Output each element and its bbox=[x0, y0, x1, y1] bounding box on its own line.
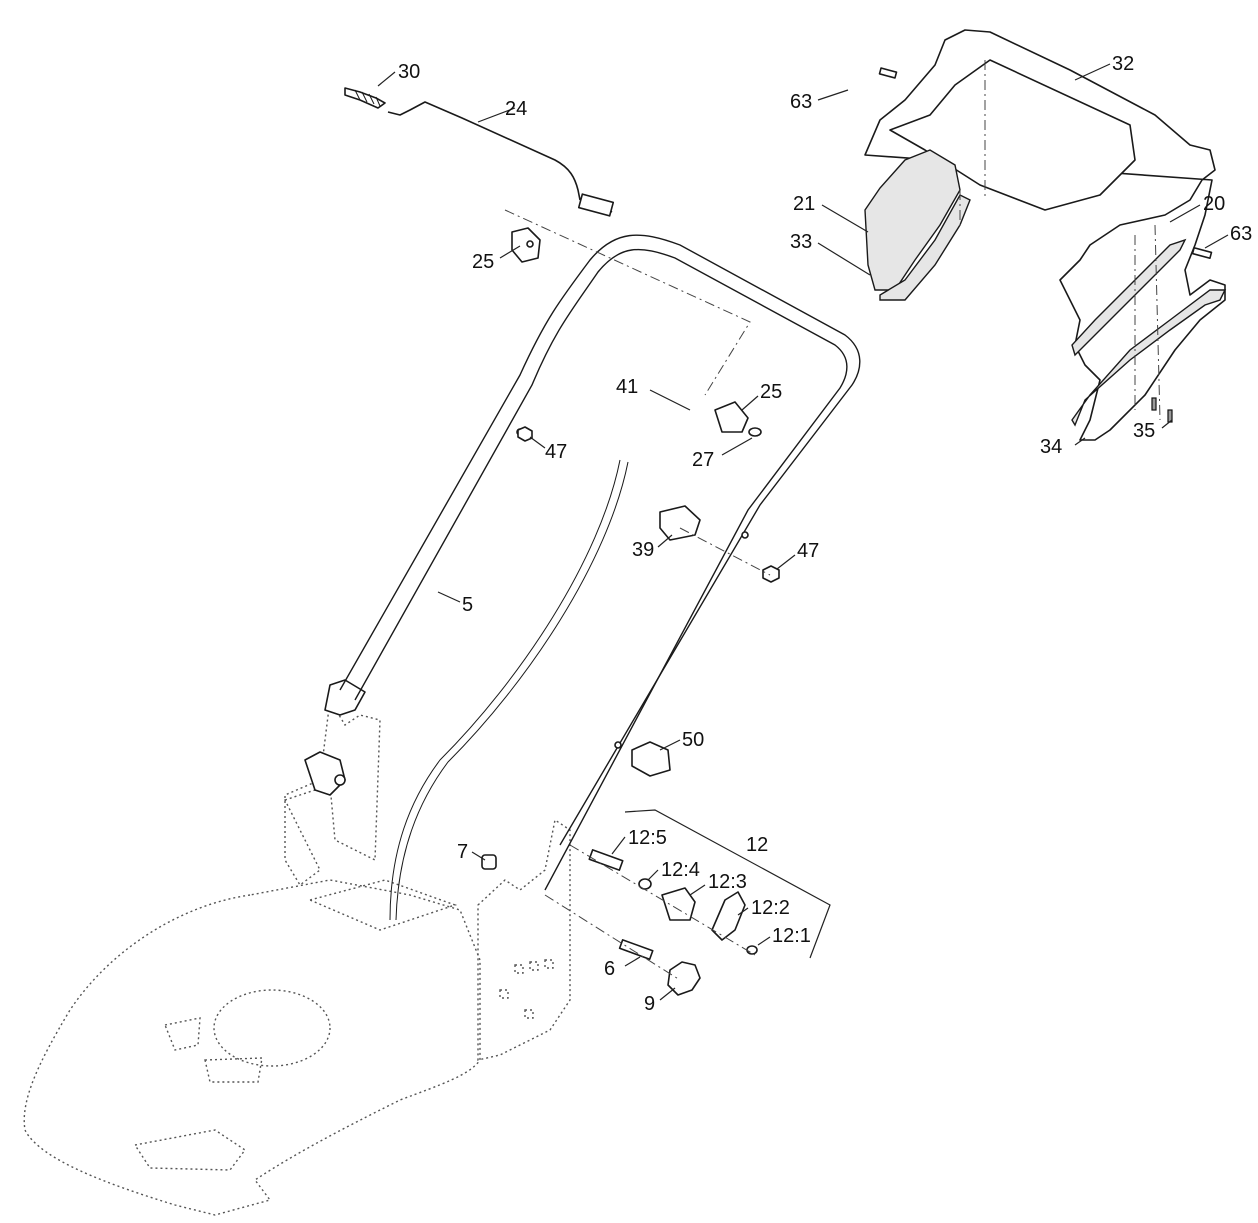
nut-right bbox=[762, 565, 780, 583]
callout-9: 9 bbox=[644, 993, 655, 1015]
cable-clamp-top bbox=[511, 227, 541, 263]
callout-12-4: 12:4 bbox=[661, 859, 700, 881]
mower-deck bbox=[23, 697, 571, 1216]
callout-41: 41 bbox=[616, 376, 638, 398]
subassembly-bracket bbox=[624, 809, 831, 959]
callout-24: 24 bbox=[505, 98, 527, 120]
lever-12-2 bbox=[711, 891, 746, 941]
assembly-line-mid bbox=[679, 527, 771, 576]
callout-63-top: 63 bbox=[790, 91, 812, 113]
callout-39: 39 bbox=[632, 539, 654, 561]
callout-33: 33 bbox=[790, 231, 812, 253]
pin-6 bbox=[618, 939, 654, 961]
spring-12-4 bbox=[638, 878, 652, 890]
callout-35: 35 bbox=[1133, 420, 1155, 442]
control-rod bbox=[387, 101, 615, 217]
spring bbox=[344, 87, 386, 109]
handle-tube bbox=[339, 234, 861, 921]
callout-32: 32 bbox=[1112, 53, 1134, 75]
callout-12-3: 12:3 bbox=[708, 871, 747, 893]
callout-50: 50 bbox=[682, 729, 704, 751]
callout-6: 6 bbox=[604, 958, 615, 980]
pin-12-5 bbox=[588, 849, 624, 871]
assembly-line-lever bbox=[569, 844, 756, 956]
callout-63-right: 63 bbox=[1230, 223, 1252, 245]
callout-12: 12 bbox=[746, 834, 768, 856]
callout-7: 7 bbox=[457, 841, 468, 863]
screws-35 bbox=[1151, 397, 1173, 423]
callout-labels: 30 24 25 32 63 21 33 20 63 41 25 27 47 3… bbox=[398, 53, 1252, 1015]
leader-lines bbox=[377, 63, 1229, 1001]
deck-slots bbox=[499, 959, 554, 1019]
cap-12-1 bbox=[746, 945, 758, 955]
assembly-line-top bbox=[504, 209, 751, 396]
callout-12-5: 12:5 bbox=[628, 827, 667, 849]
callout-5: 5 bbox=[462, 594, 473, 616]
callout-21: 21 bbox=[793, 193, 815, 215]
cable-end-connector bbox=[714, 401, 762, 437]
callout-47-right: 47 bbox=[797, 540, 819, 562]
callout-30: 30 bbox=[398, 61, 420, 83]
callout-12-1: 12:1 bbox=[772, 925, 811, 947]
star-knob-9 bbox=[667, 961, 701, 996]
control-block bbox=[659, 505, 701, 541]
spacer-7 bbox=[481, 854, 497, 870]
callout-27: 27 bbox=[692, 449, 714, 471]
handle-grip-bracket bbox=[631, 741, 671, 777]
callout-25-mid: 25 bbox=[760, 381, 782, 403]
lock-block-12-3 bbox=[661, 887, 696, 921]
handle-top-grip bbox=[864, 29, 1227, 441]
callout-47-left: 47 bbox=[545, 441, 567, 463]
callout-12-2: 12:2 bbox=[751, 897, 790, 919]
nut-left bbox=[517, 426, 533, 442]
callout-25-top: 25 bbox=[472, 251, 494, 273]
callout-20: 20 bbox=[1203, 193, 1225, 215]
lower-handle-knobs bbox=[304, 679, 366, 796]
assembly-line-lower bbox=[544, 894, 681, 981]
pins-63 bbox=[878, 67, 1213, 260]
callout-34: 34 bbox=[1040, 436, 1062, 458]
